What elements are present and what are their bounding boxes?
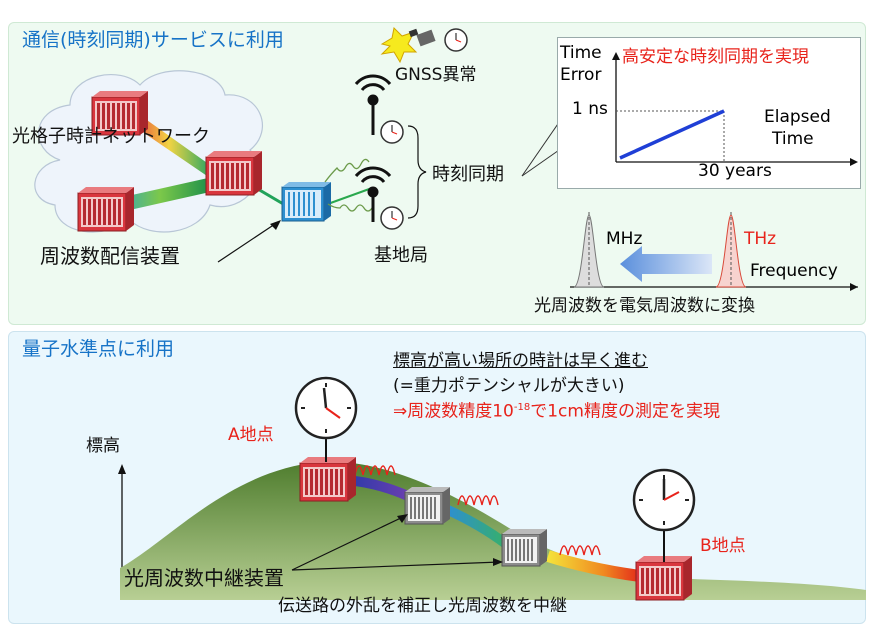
repeater-rack-2	[501, 528, 548, 567]
sync-brace	[407, 125, 427, 219]
chart-x-tick: 30 years	[698, 161, 772, 181]
elevation-axis-label: 標高	[86, 436, 120, 456]
chart-y-title-2: Error	[560, 65, 602, 85]
explanation-line-1: 標高が高い場所の時計は早く進む	[393, 351, 648, 371]
clock-rack-3	[205, 150, 263, 196]
clock-icon-gnss	[380, 120, 404, 144]
clock-rack-2	[77, 186, 135, 232]
clock-network-label: 光格子時計ネットワーク	[12, 126, 210, 147]
distribution-device-label: 周波数配信装置	[40, 244, 180, 268]
frequency-distribution-device	[281, 182, 331, 222]
satellite-icon	[408, 28, 436, 47]
conversion-caption: 光周波数を電気周波数に変換	[534, 296, 755, 316]
time-error-chart: Time Error 高安定な時刻同期を実現 1 ns Elapsed Time…	[557, 37, 861, 189]
clock-icon-satellite	[444, 28, 468, 52]
antenna-gnss	[354, 74, 392, 135]
mhz-label: MHz	[606, 229, 643, 249]
gnss-anomaly-label: GNSS異常	[395, 65, 477, 85]
explanation-line-3: ⇒周波数精度10-18で1cm精度の測定を実現	[393, 402, 720, 422]
communication-title: 通信(時刻同期)サービスに利用	[22, 29, 284, 51]
footer-caption: 伝送路の外乱を補正し光周波数を中継	[278, 596, 567, 616]
clock-icon-point-a	[294, 376, 358, 440]
explanation-line-3-prefix: ⇒周波数精度10	[393, 401, 514, 422]
point-b-label: B地点	[700, 536, 746, 556]
fiber-net-upper	[128, 108, 210, 178]
explanation-line-2: (=重力ポテンシャルが大きい)	[393, 376, 625, 396]
mhz-peak	[573, 214, 605, 288]
fiber-net-lower	[110, 178, 210, 214]
repeater-label: 光周波数中継装置	[124, 566, 284, 590]
chart-headline: 高安定な時刻同期を実現	[622, 47, 809, 67]
chart-series-line	[619, 109, 725, 160]
explanation-line-3-exp: -18	[513, 402, 531, 413]
antenna-base	[354, 166, 392, 222]
chart-x-title-2: Time	[772, 129, 814, 149]
frequency-axis-label: Frequency	[750, 261, 838, 281]
repeater-rack-1	[404, 486, 451, 525]
explanation-line-3-suffix: で1cm精度の測定を実現	[530, 401, 720, 422]
point-a-label: A地点	[228, 425, 274, 445]
clock-icon-base	[380, 206, 404, 230]
conversion-arrow	[620, 246, 712, 282]
time-error-chart-svg	[612, 52, 858, 166]
clock-icon-point-b	[632, 468, 696, 532]
thz-label: THz	[744, 229, 777, 249]
base-station-label: 基地局	[374, 245, 428, 266]
thz-peak	[715, 214, 747, 288]
time-sync-label: 時刻同期	[432, 164, 504, 185]
quantum-title: 量子水準点に利用	[22, 338, 175, 360]
anomaly-burst	[380, 26, 418, 64]
chart-y-tick: 1 ns	[572, 99, 608, 119]
clock-rack-point-b	[635, 555, 693, 601]
clock-rack-point-a	[299, 456, 357, 502]
chart-x-title-1: Elapsed	[764, 107, 831, 127]
chart-y-title-1: Time	[560, 43, 602, 63]
